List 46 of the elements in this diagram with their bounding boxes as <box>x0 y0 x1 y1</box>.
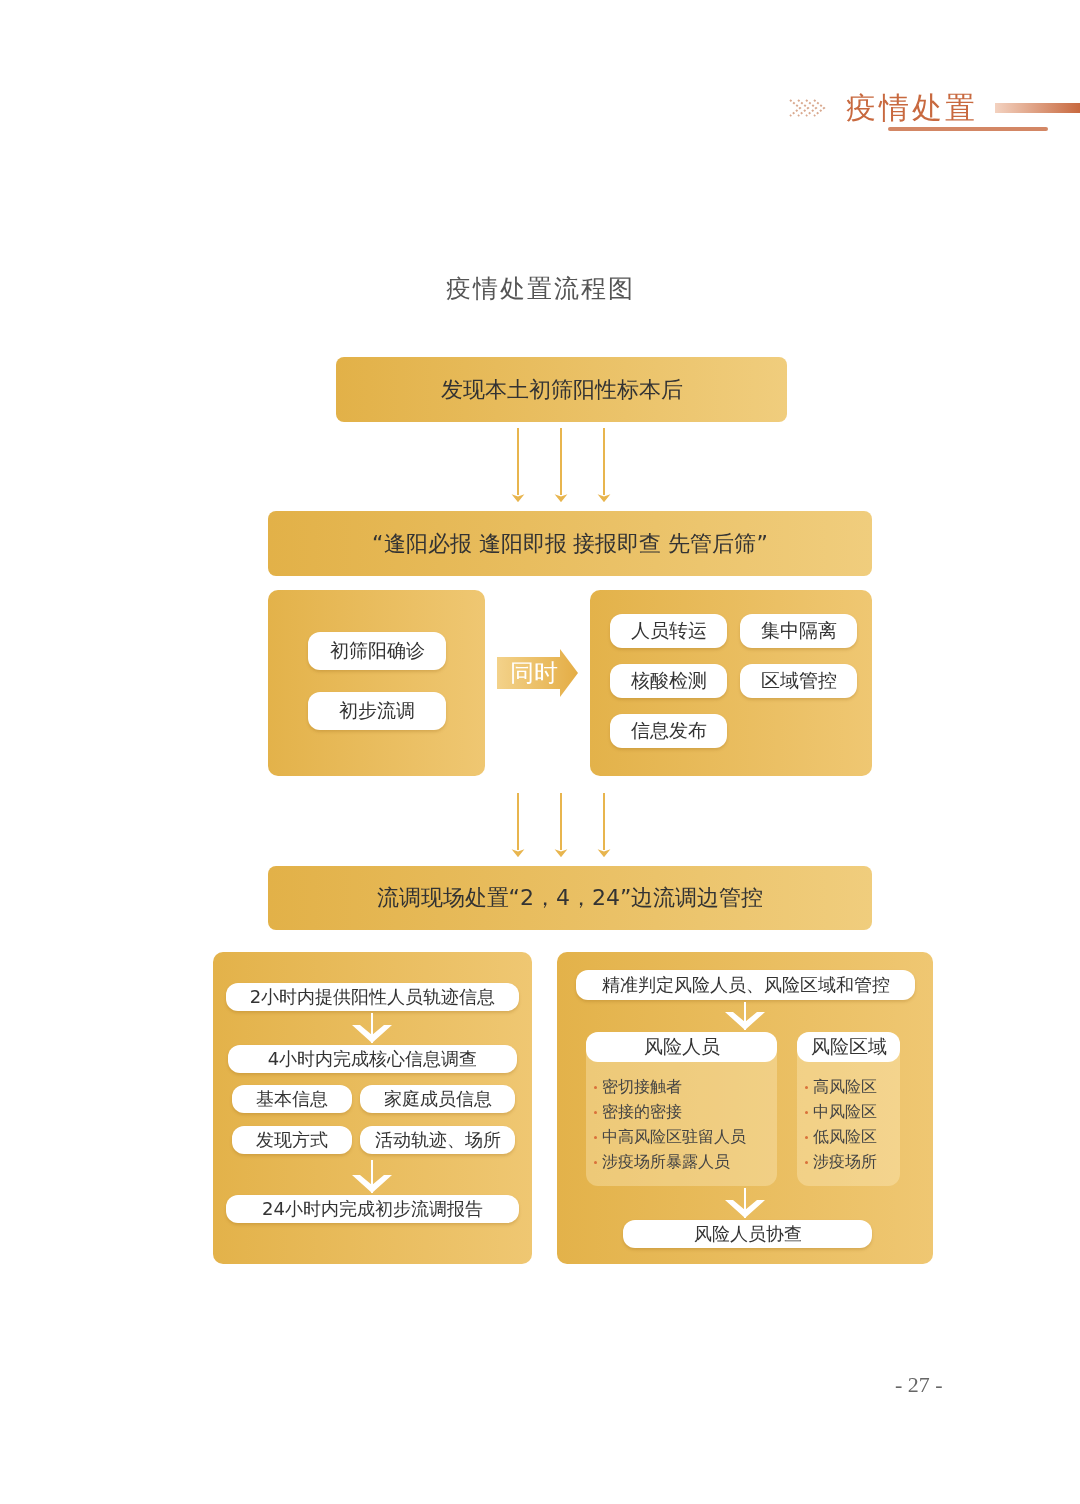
step-pill: 精准判定风险人员、风险区域和管控 <box>576 970 915 1000</box>
arrow <box>554 792 568 858</box>
step-banner: “逢阳必报 逢阳即报 接报即查 先管后筛” <box>268 511 872 576</box>
step-pill: 活动轨迹、场所 <box>360 1126 515 1154</box>
list-item: 中高风险区驻留人员 <box>594 1126 777 1148</box>
step-pill: 核酸检测 <box>610 664 727 698</box>
arrow <box>511 427 525 503</box>
step-pill: 初筛阳确诊 <box>308 632 446 670</box>
list-item: 涉疫场所暴露人员 <box>594 1151 777 1173</box>
group-panel <box>590 590 872 776</box>
step-pill: 区域管控 <box>740 664 857 698</box>
group-panel <box>268 590 485 776</box>
group-panel <box>557 952 933 1264</box>
arrow <box>511 792 525 858</box>
arrow <box>597 427 611 503</box>
list-item: 低风险区 <box>805 1126 900 1148</box>
step-pill: 24小时内完成初步流调报告 <box>226 1195 519 1223</box>
edge-label: 同时 <box>509 658 558 689</box>
step-pill: 人员转运 <box>610 614 727 648</box>
list-item: 密接的密接 <box>594 1101 777 1123</box>
list-item: 高风险区 <box>805 1076 900 1098</box>
step-pill: 集中隔离 <box>740 614 857 648</box>
arrow <box>554 427 568 503</box>
group-panel <box>213 952 532 1264</box>
card-heading: 风险区域 <box>797 1032 900 1062</box>
step-pill: 家庭成员信息 <box>360 1085 515 1113</box>
step-pill: 风险人员协查 <box>623 1220 872 1248</box>
category-card <box>797 1032 900 1186</box>
step-pill: 初步流调 <box>308 692 446 730</box>
card-heading: 风险人员 <box>586 1032 777 1062</box>
block-arrow <box>497 649 578 697</box>
list-item: 密切接触者 <box>594 1076 777 1098</box>
step-pill: 基本信息 <box>232 1085 352 1113</box>
step-pill: 2小时内提供阳性人员轨迹信息 <box>226 983 519 1011</box>
list-item: 中风险区 <box>805 1101 900 1123</box>
list-item: 涉疫场所 <box>805 1151 900 1173</box>
step-banner: 流调现场处置“2，4，24”边流调边管控 <box>268 866 872 930</box>
category-card <box>586 1032 777 1186</box>
diagram-title: 疫情处置流程图 <box>444 273 636 305</box>
section-heading: 疫情处置 <box>846 89 978 127</box>
step-pill: 4小时内完成核心信息调查 <box>228 1045 517 1073</box>
page-number: - 27 - <box>895 1372 943 1398</box>
step-pill: 信息发布 <box>610 714 727 748</box>
step-banner: 发现本土初筛阳性标本后 <box>336 357 787 422</box>
arrow <box>597 792 611 858</box>
step-pill: 发现方式 <box>232 1126 352 1154</box>
